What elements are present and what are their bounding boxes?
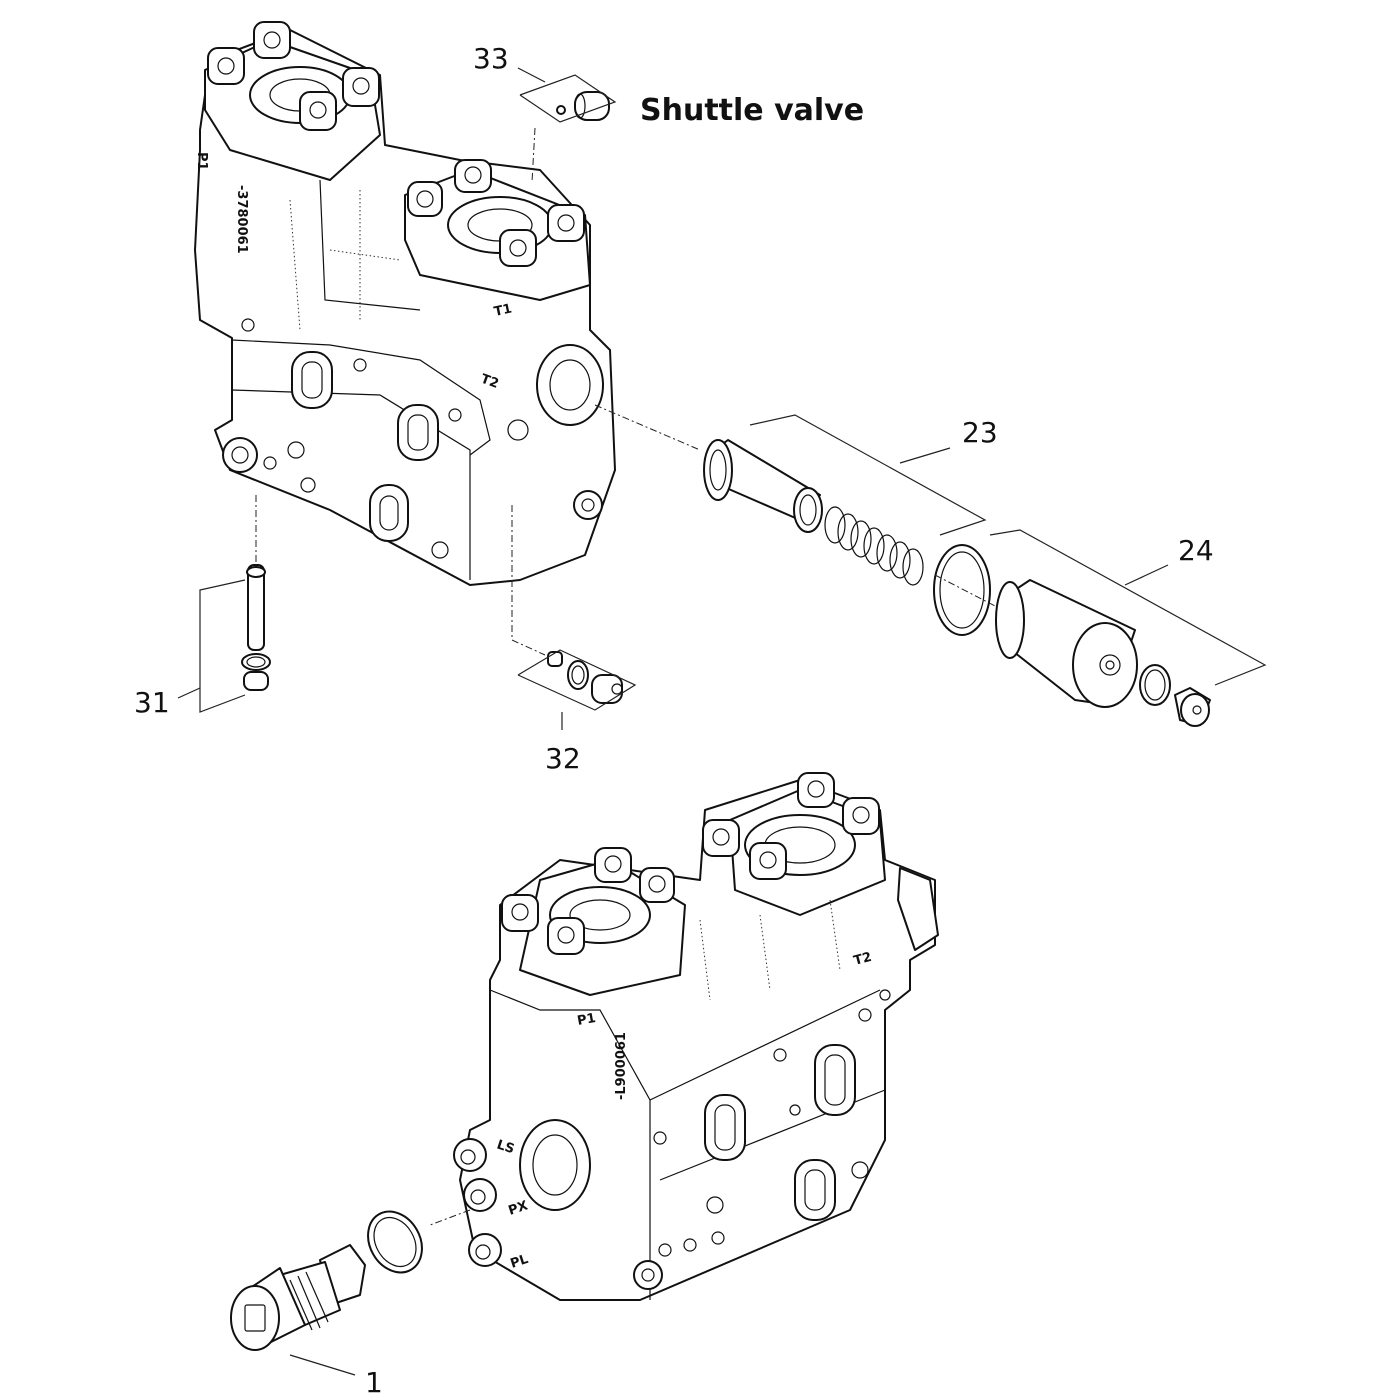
part-33-shuttle-valve: 33 [473, 42, 617, 183]
lower-p1-stamp: P1 [576, 1011, 597, 1029]
callout-33: 33 [473, 42, 509, 75]
part-1-cartridge: 1 [230, 1209, 471, 1399]
callout-23: 23 [962, 416, 998, 449]
upper-flange-bolts [207, 21, 380, 131]
part-31-spool-pin: 31 [134, 495, 271, 719]
lower-ls-stamp: LS [495, 1138, 516, 1158]
lower-pl-stamp: PL [509, 1252, 531, 1272]
upper-serial-stamp: -3780061 [234, 185, 249, 254]
upper-valve-block: T1 T2 P1 -3780061 [194, 21, 616, 586]
lower-flange-bolts [501, 772, 880, 955]
part-23-sleeve-spring: 23 [594, 404, 998, 586]
lower-valve-block: P1 T2 LS PX PL -L900061 [453, 772, 939, 1301]
lower-px-stamp: PX [507, 1198, 530, 1218]
upper-t1-stamp: T1 [493, 302, 514, 320]
part-24-plug-assembly: 24 [933, 529, 1267, 727]
callout-32: 32 [545, 742, 581, 775]
lower-t2-stamp: T2 [852, 950, 873, 969]
upper-t2-stamp: T2 [479, 372, 501, 392]
callout-1: 1 [365, 1366, 383, 1399]
upper-p1-stamp: P1 [194, 152, 209, 171]
second-flange-bolts [407, 159, 585, 267]
callout-31: 31 [134, 686, 170, 719]
lower-serial-stamp: -L900061 [614, 1032, 629, 1100]
diagram-title: Shuttle valve [640, 93, 864, 128]
callout-24: 24 [1178, 534, 1214, 567]
part-32-check-valve: 32 [511, 505, 637, 775]
